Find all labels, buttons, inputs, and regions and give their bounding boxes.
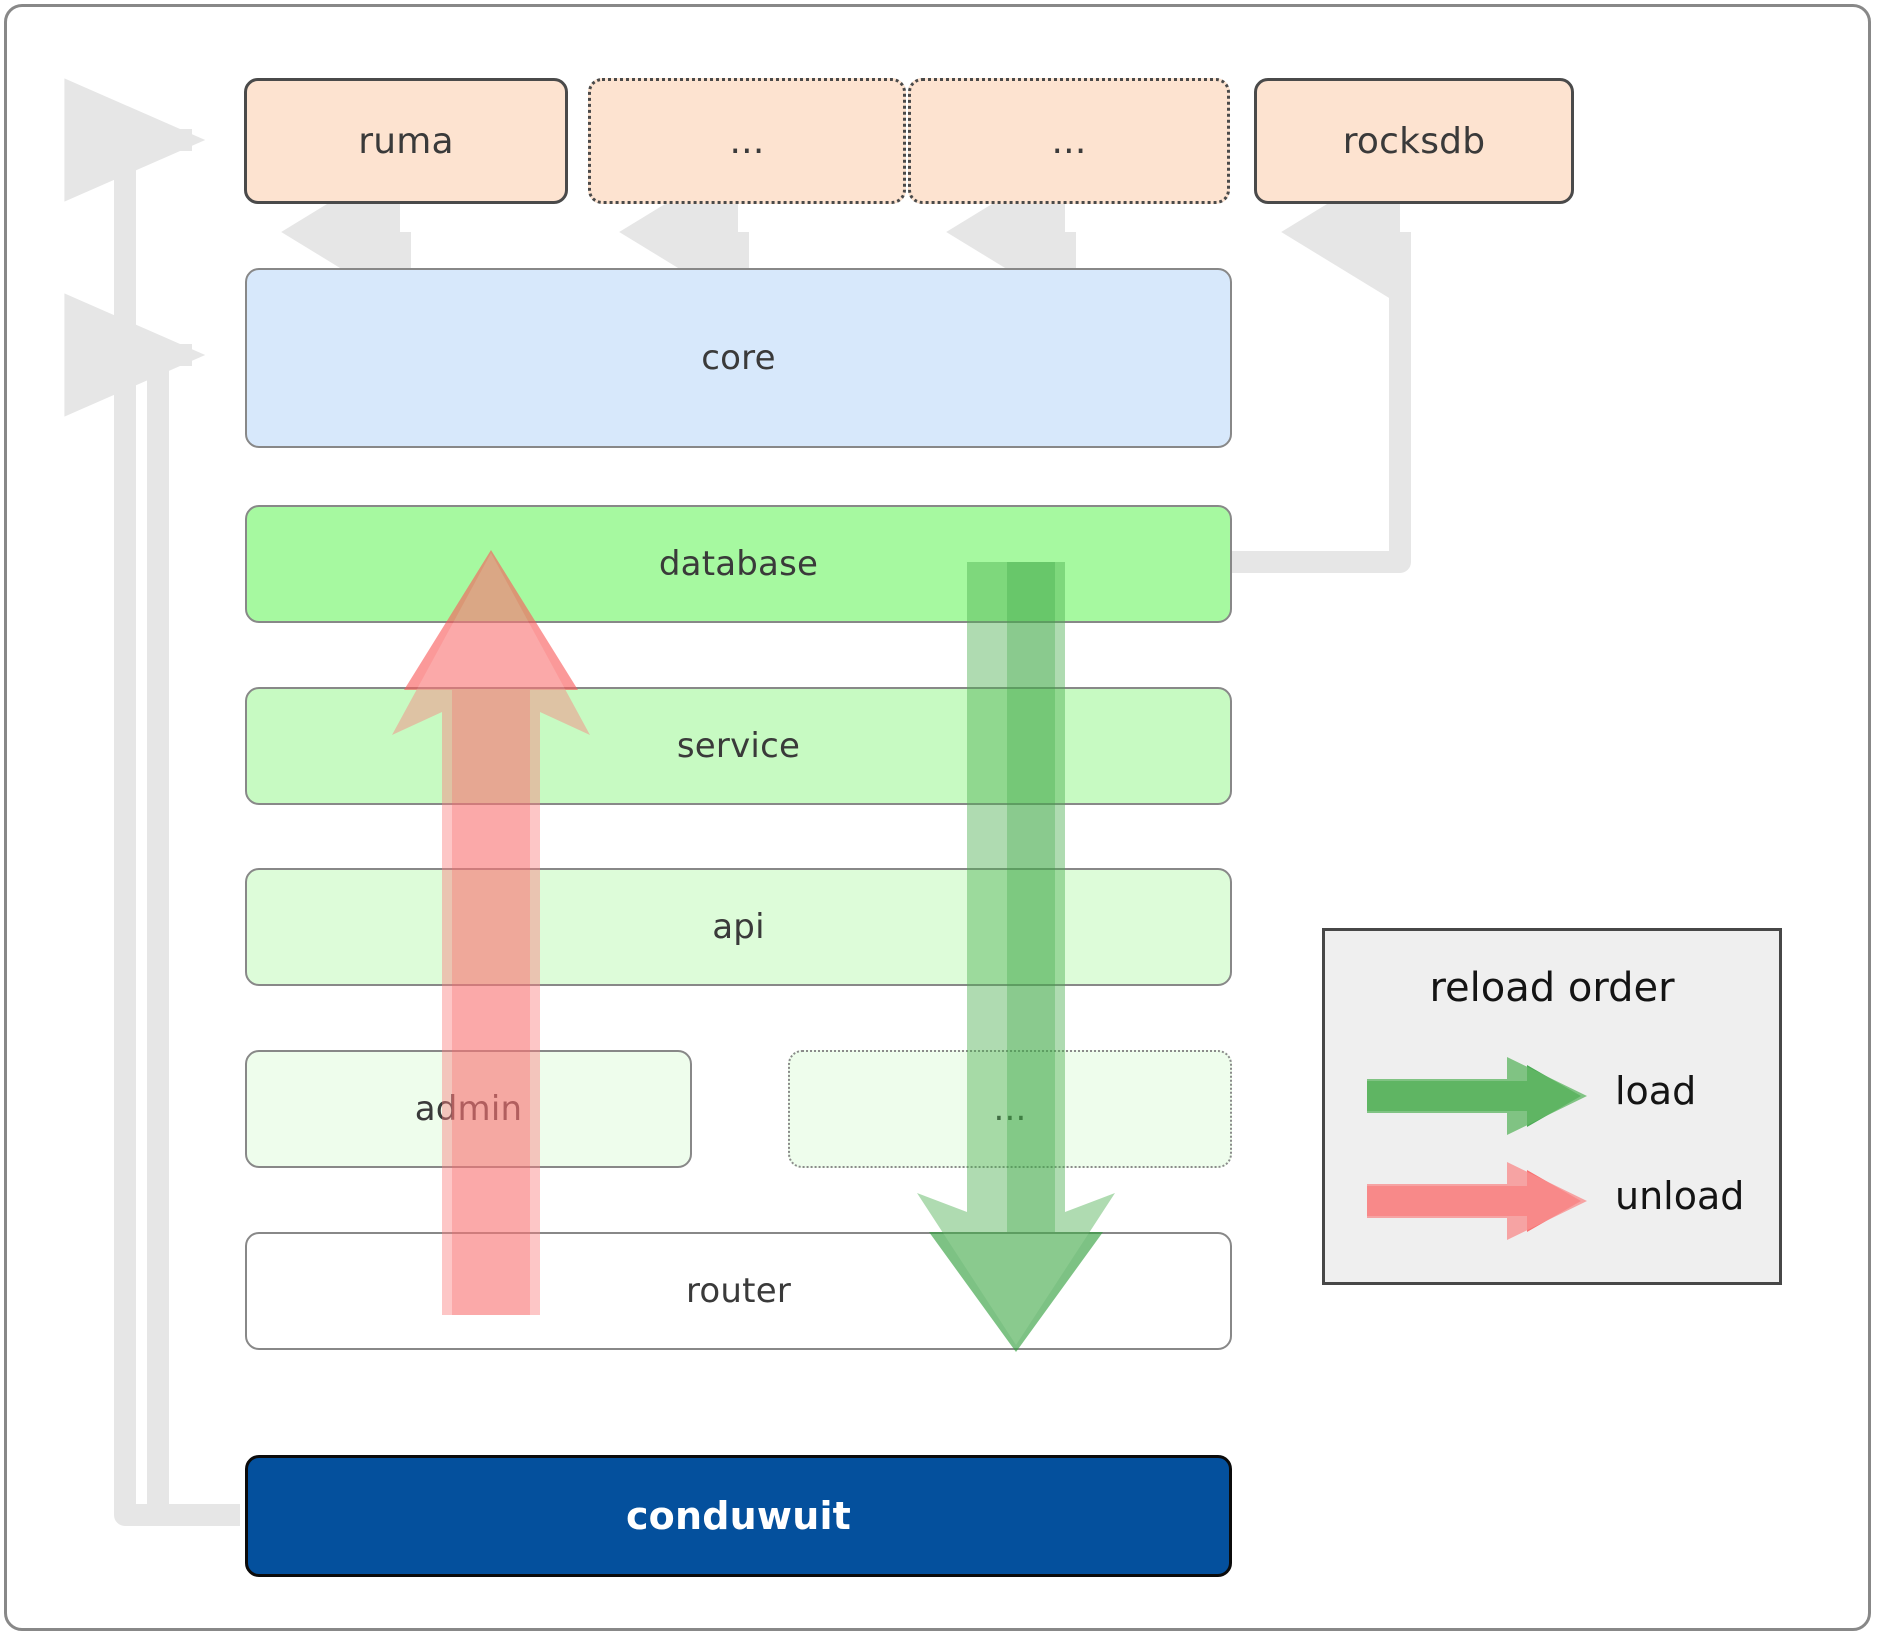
dependency-box-ruma[interactable]: ruma [244, 78, 568, 204]
legend-unload-arrow-icon [1367, 1162, 1587, 1240]
dependency-label-dots-1: ... [729, 120, 765, 162]
layer-box-dots-3[interactable]: ... [788, 1050, 1232, 1168]
layer-label-admin: admin [414, 1089, 523, 1129]
layer-box-core[interactable]: core [245, 268, 1232, 448]
layer-label-router: router [685, 1271, 791, 1311]
layer-box-api[interactable]: api [245, 868, 1232, 986]
legend-row-unload: unload [1325, 1156, 1779, 1246]
legend-label-load: load [1615, 1069, 1697, 1113]
dependency-box-dots-2[interactable]: ... [908, 78, 1230, 204]
dependency-label-dots-2: ... [1051, 120, 1087, 162]
legend-label-unload: unload [1615, 1174, 1745, 1218]
layer-label-dots-3: ... [993, 1089, 1027, 1129]
dependency-box-rocksdb[interactable]: rocksdb [1254, 78, 1574, 204]
layer-box-router[interactable]: router [245, 1232, 1232, 1350]
legend-load-arrow-icon [1367, 1057, 1587, 1135]
layer-box-database[interactable]: database [245, 505, 1232, 623]
layer-box-service[interactable]: service [245, 687, 1232, 805]
legend-row-load: load [1325, 1051, 1779, 1141]
diagram-frame [4, 4, 1871, 1631]
layer-label-database: database [658, 544, 819, 584]
layer-label-api: api [712, 907, 765, 947]
dependency-label-rocksdb: rocksdb [1342, 120, 1486, 162]
dependency-label-ruma: ruma [358, 120, 454, 162]
layer-label-core: core [701, 338, 776, 378]
dependency-box-dots-1[interactable]: ... [588, 78, 906, 204]
legend-title: reload order [1429, 965, 1675, 1011]
layer-label-service: service [676, 726, 801, 766]
application-label-conduwuit: conduwuit [625, 1494, 852, 1538]
layer-box-admin[interactable]: admin [245, 1050, 692, 1168]
application-box-conduwuit[interactable]: conduwuit [245, 1455, 1232, 1577]
legend-panel: reload order load unload [1322, 928, 1782, 1285]
